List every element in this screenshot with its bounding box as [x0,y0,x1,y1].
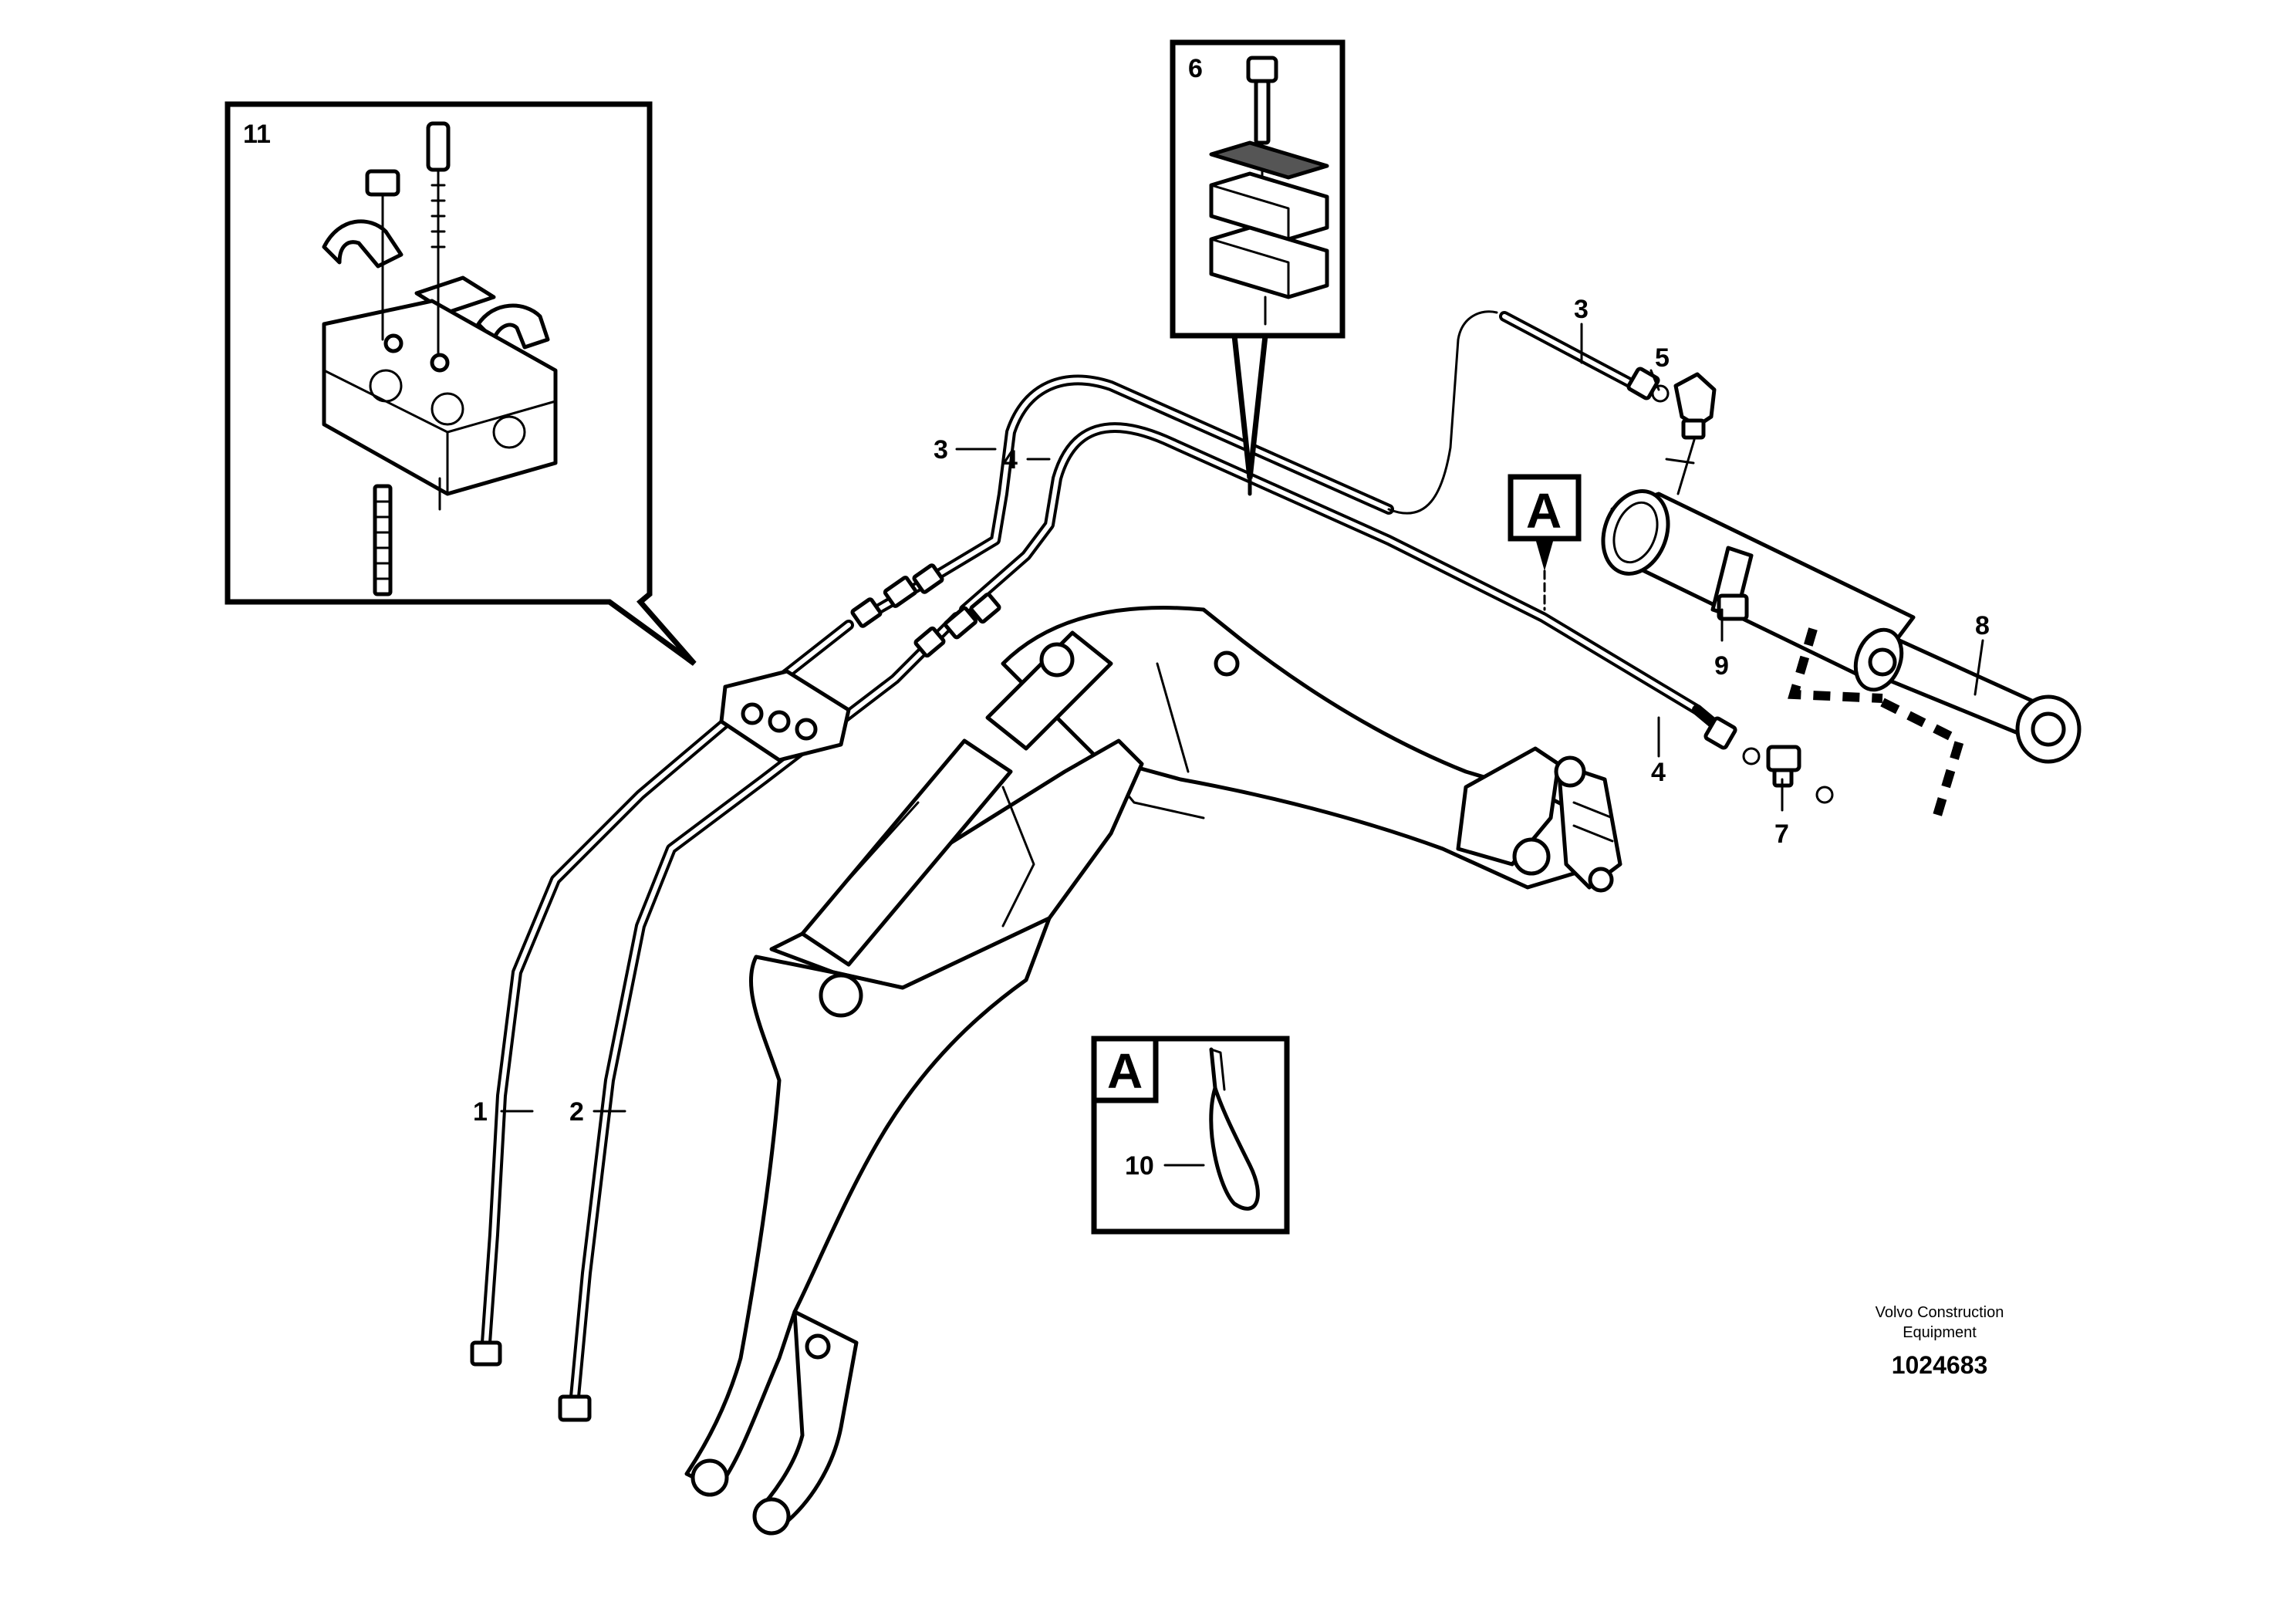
leader-lines [500,323,1984,1167]
brand-block: Volvo Construction Equipment 1024683 [1876,1304,2004,1379]
excavator-boom [1001,606,1622,893]
detail-box-11: 11 [225,101,697,666]
drawing-number: 1024683 [1892,1351,1988,1379]
pipe-clamp-11 [719,669,851,762]
cylinder-8 [1601,489,2082,764]
callout-1: 1 [473,1097,488,1127]
view-a-dashed-region [1788,627,1966,819]
callout-5: 5 [1655,343,1670,373]
pipe-fittings [850,367,1737,750]
brand-line-2: Equipment [1903,1324,1977,1341]
view-a-detail-box: A [1091,1036,1290,1235]
callout-7: 7 [1774,819,1789,849]
callout-4-right: 4 [1651,758,1666,787]
callout-3-right: 3 [1574,295,1589,324]
callout-2: 2 [569,1097,584,1127]
detail-box-6: 6 [1170,39,1346,496]
callout-9: 9 [1714,651,1729,681]
fitting-7 [1742,745,1834,804]
excavator-arm [684,630,1144,1536]
view-a-detail-label: A [1107,1043,1143,1099]
brand-line-1: Volvo Construction [1876,1304,2004,1321]
callouts: 1 2 3 4 3 5 8 9 4 7 10 [473,295,1990,1181]
callout-8: 8 [1975,611,1990,640]
pipe-2 [558,612,962,1422]
pipe-3 [859,310,1641,623]
callout-3-left: 3 [934,435,948,465]
callout-10: 10 [1125,1151,1154,1181]
callout-6: 6 [1188,54,1203,83]
callout-4-left: 4 [1003,445,1018,475]
view-a-pointer: A [1508,474,1582,611]
view-a-pointer-label: A [1526,483,1562,539]
fitting-5 [1651,372,1717,495]
callout-11: 11 [243,120,271,149]
